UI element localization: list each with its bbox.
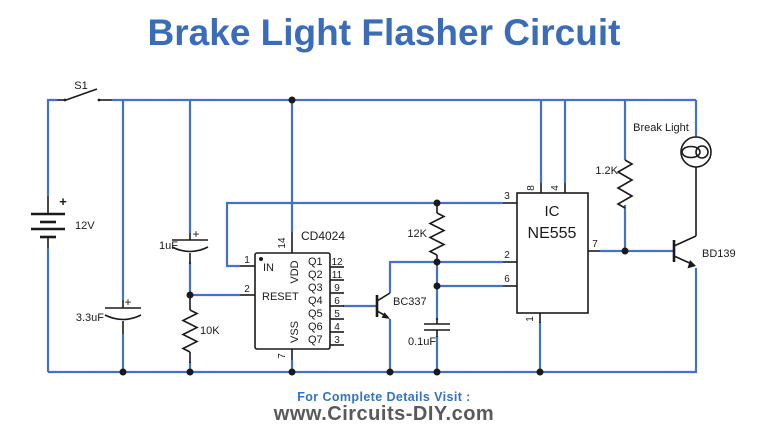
cd4024-vdd-label: VDD — [289, 260, 301, 283]
battery-voltage-label: 12V — [75, 220, 95, 232]
collector-stroke — [376, 292, 391, 302]
ic-ne555: IC NE555 8 4 3 2 6 7 1 — [503, 183, 600, 323]
cd4024-q7-label: Q7 — [308, 334, 323, 346]
cd4024-q1-label: Q1 — [308, 256, 323, 268]
cd4024-pin12-num: 12 — [331, 257, 343, 268]
bd139-label: BD139 — [702, 248, 736, 260]
break-light-label: Break Light — [633, 122, 689, 134]
resistor-1.2k: 1.2K — [595, 159, 634, 209]
capacitor-3.3uf: + 3.3uF — [76, 295, 142, 334]
switch-label: S1 — [74, 80, 87, 92]
lamp-inner-ellipse — [681, 145, 701, 159]
footer-visit-text: For Complete Details Visit : — [297, 390, 471, 404]
cap1-plus: + — [192, 227, 199, 241]
capacitor-0.1uf: 0.1uF — [408, 318, 450, 348]
page-title: Brake Light Flasher Circuit — [147, 12, 621, 53]
wire-left-rail — [46, 98, 57, 196]
cd4024-name-label: CD4024 — [301, 229, 345, 243]
wire-555out-to-cd4024-in — [225, 201, 503, 268]
ic-body — [516, 192, 589, 314]
cd4024-pin4-num: 4 — [334, 322, 340, 333]
switch-lever — [65, 88, 98, 101]
cd4024-pin14-num: 14 — [277, 237, 288, 249]
cd4024-pin3-num: 3 — [334, 335, 340, 346]
res1p2k-value-label: 1.2K — [595, 165, 618, 177]
ne555-pin6-num: 6 — [504, 274, 510, 285]
ne555-pin7-num: 7 — [592, 239, 598, 250]
ne555-pin1-num: 1 — [525, 316, 536, 322]
cap33-value-label: 3.3uF — [76, 312, 104, 324]
cd4024-pin7-num: 7 — [277, 353, 288, 359]
transistor-bd139: BD139 — [672, 235, 736, 269]
cd4024-q3-label: Q3 — [308, 282, 323, 294]
power-switch: S1 — [57, 80, 112, 102]
ne555-pin2-num: 2 — [504, 250, 510, 261]
resistor-zigzag — [181, 309, 199, 353]
cap1-value-label: 1uF — [159, 240, 178, 252]
junction-dots — [119, 96, 629, 376]
emitter-arrow — [381, 312, 390, 319]
cap-plate-curved — [171, 246, 209, 253]
cd4024-reset-label: RESET — [262, 291, 299, 303]
cap33-plus: + — [124, 295, 131, 309]
collector-stroke — [673, 235, 697, 247]
footer-website: www.Circuits-DIY.com — [273, 403, 495, 425]
ne555-name-label: NE555 — [528, 225, 577, 242]
resistor-zigzag — [616, 159, 634, 209]
lamp-inner-circle — [695, 145, 709, 159]
cd4024-in-label: IN — [263, 262, 274, 274]
cd4024-q5-label: Q5 — [308, 308, 323, 320]
pin1-indicator-dot — [259, 257, 263, 261]
cd4024-q4-label: Q4 — [308, 295, 323, 307]
wire-bottom-rail — [48, 268, 698, 374]
res10k-value-label: 10K — [200, 325, 220, 337]
ne555-pin3-num: 3 — [504, 191, 510, 202]
cd4024-pin1-num: 1 — [244, 255, 250, 266]
resistor-12k: 12K — [407, 203, 446, 262]
battery-12v: + 12V — [31, 194, 95, 248]
wire-bc337-collector-to-555pin2 — [388, 260, 503, 293]
cd4024-pin5-num: 5 — [334, 309, 340, 320]
ic-cd4024: CD4024 14 VDD 7 VSS 1 IN 2 RESET Q1 — [240, 229, 345, 360]
battery-plus: + — [59, 194, 67, 209]
cd4024-pin9-num: 9 — [334, 283, 340, 294]
cd4024-vss-label: VSS — [289, 321, 301, 343]
bc337-label: BC337 — [393, 296, 427, 308]
ne555-pin4-num: 4 — [550, 185, 561, 191]
cd4024-pin11-num: 11 — [332, 270, 343, 281]
wires — [46, 98, 698, 374]
ne555-ic-prefix: IC — [545, 203, 560, 220]
transistor-bc337: BC337 — [375, 292, 427, 319]
cd4024-pin2-num: 2 — [244, 284, 250, 295]
break-light-lamp: Break Light — [633, 122, 712, 236]
capacitor-1uf: + 1uF — [159, 227, 209, 264]
cd4024-q2-label: Q2 — [308, 269, 323, 281]
emitter-arrow — [687, 260, 696, 269]
resistor-10k: 10K — [181, 295, 220, 363]
res12k-value-label: 12K — [407, 228, 427, 240]
cap01-value-label: 0.1uF — [408, 336, 436, 348]
cd4024-pin6-num: 6 — [334, 296, 340, 307]
cap-plate-curved — [104, 314, 142, 321]
resistor-zigzag — [428, 212, 446, 256]
ne555-pin8-num: 8 — [526, 185, 537, 191]
cd4024-q6-label: Q6 — [308, 321, 323, 333]
